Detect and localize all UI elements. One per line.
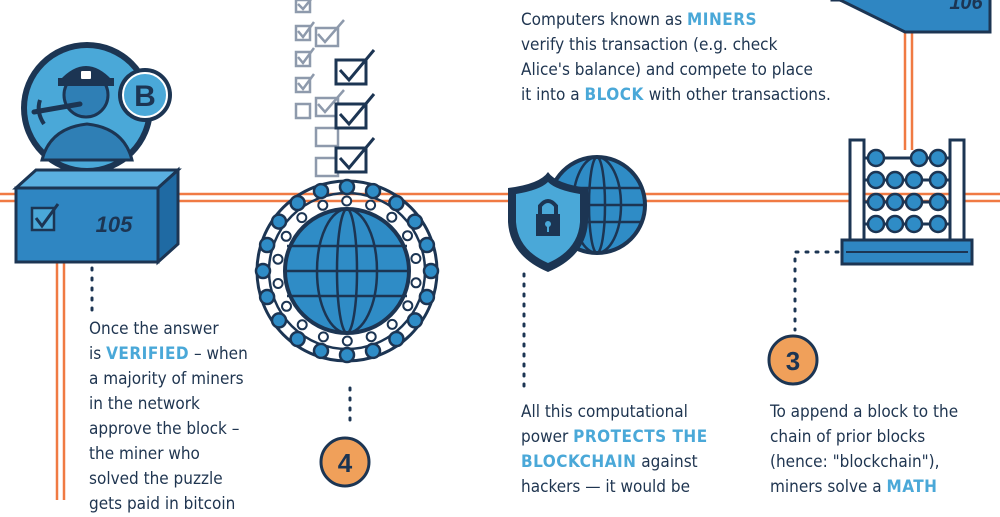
network-node xyxy=(254,262,272,280)
network-node xyxy=(406,312,424,329)
verified-line-7: solved the puzzle xyxy=(89,469,223,489)
verified-line-2-end: – when xyxy=(189,344,248,364)
network-node xyxy=(386,318,398,330)
network-node xyxy=(402,300,414,312)
block-cube-left xyxy=(12,166,182,266)
verified-line-2: is xyxy=(89,344,107,364)
security-shield-icon xyxy=(508,155,647,272)
network-node xyxy=(338,178,356,196)
network-node xyxy=(258,288,276,306)
network-node xyxy=(410,277,422,289)
network-node xyxy=(418,236,436,254)
svg-text:B: B xyxy=(134,80,156,113)
step-badge-3: 3 xyxy=(767,334,819,386)
network-node xyxy=(422,262,440,280)
network-node xyxy=(296,319,308,331)
miners-line-4: it into a xyxy=(521,85,585,105)
network-node xyxy=(406,213,424,230)
verified-line-8: gets paid in bitcoin xyxy=(89,494,236,514)
network-node xyxy=(270,312,288,329)
network-line-right-vertical xyxy=(903,30,914,150)
network-node xyxy=(418,288,436,306)
append-description: To append a block to the chain of prior … xyxy=(770,400,958,500)
svg-text:4: 4 xyxy=(338,448,353,478)
block-highlight: BLOCK xyxy=(584,85,644,105)
miner-avatar xyxy=(21,42,153,174)
verified-description: Once the answer is VERIFIED – when a maj… xyxy=(89,317,248,517)
miners-line-4-end: with other transactions. xyxy=(643,85,831,105)
append-line-1: To append a block to the xyxy=(770,402,959,422)
network-node xyxy=(338,346,356,364)
network-node xyxy=(312,182,330,200)
step-badge-4: 4 xyxy=(319,436,371,488)
network-node xyxy=(402,230,413,242)
network-node xyxy=(280,230,292,242)
verified-line-4: in the network xyxy=(89,394,200,414)
network-node xyxy=(289,330,306,348)
network-node xyxy=(270,213,288,230)
network-node xyxy=(281,300,292,312)
verified-line-6: the miner who xyxy=(89,444,200,464)
network-node xyxy=(341,335,353,347)
miners-line-3: Alice's balance) and compete to place xyxy=(521,60,813,80)
dotted-connectors xyxy=(90,250,850,424)
network-node xyxy=(365,199,377,211)
network-globe xyxy=(254,178,440,364)
network-node xyxy=(289,194,306,212)
network-node xyxy=(317,199,329,211)
miners-description: Computers known as MINERS verify this tr… xyxy=(521,8,831,108)
abacus-icon xyxy=(840,138,974,266)
verified-line-5: approve the block – xyxy=(89,419,240,439)
transaction-checklist xyxy=(294,0,376,178)
protects-description: All this computational power PROTECTS TH… xyxy=(521,400,708,500)
network-node xyxy=(365,331,377,343)
append-line-2: chain of prior blocks xyxy=(770,427,926,447)
miners-highlight: MINERS xyxy=(687,10,757,30)
diagram-artwork: B 105 106 xyxy=(0,0,1000,500)
network-node xyxy=(388,330,405,348)
append-line-3: (hence: "blockchain"), xyxy=(770,452,940,472)
protects-line-3-end: against xyxy=(636,452,698,472)
verified-line-3: a majority of miners xyxy=(89,369,244,389)
block-cube-right xyxy=(830,0,992,34)
protects-line-4: hackers — it would be xyxy=(521,477,691,497)
miners-line-1: Computers known as xyxy=(521,10,688,30)
protects-highlight: PROTECTS THE xyxy=(573,427,708,447)
block-number-left: 105 xyxy=(96,212,133,237)
network-node xyxy=(272,253,284,265)
protects-line-2: power xyxy=(521,427,574,447)
block-number-right: 106 xyxy=(949,0,983,14)
network-node xyxy=(312,342,330,360)
bitcoin-coin-icon: B xyxy=(118,68,172,122)
miners-line-2: verify this transaction (e.g. check xyxy=(521,35,778,55)
verified-line-1: Once the answer xyxy=(89,319,219,339)
protects-line-1: All this computational xyxy=(521,402,688,422)
svg-text:3: 3 xyxy=(786,346,800,376)
math-highlight: MATH xyxy=(886,477,938,497)
network-nodes xyxy=(254,178,440,364)
network-node xyxy=(272,278,284,289)
network-node xyxy=(410,253,422,264)
network-node xyxy=(296,212,308,224)
network-line-left-vertical xyxy=(55,250,66,500)
network-node xyxy=(317,331,329,343)
network-node xyxy=(388,194,405,212)
network-node xyxy=(364,342,382,360)
network-node xyxy=(341,195,353,207)
append-line-4: miners solve a xyxy=(770,477,887,497)
network-node xyxy=(364,182,382,200)
network-node xyxy=(258,236,276,254)
verified-highlight: VERIFIED xyxy=(106,344,190,364)
blockchain-highlight: BLOCKCHAIN xyxy=(521,452,637,472)
network-node xyxy=(386,211,398,223)
